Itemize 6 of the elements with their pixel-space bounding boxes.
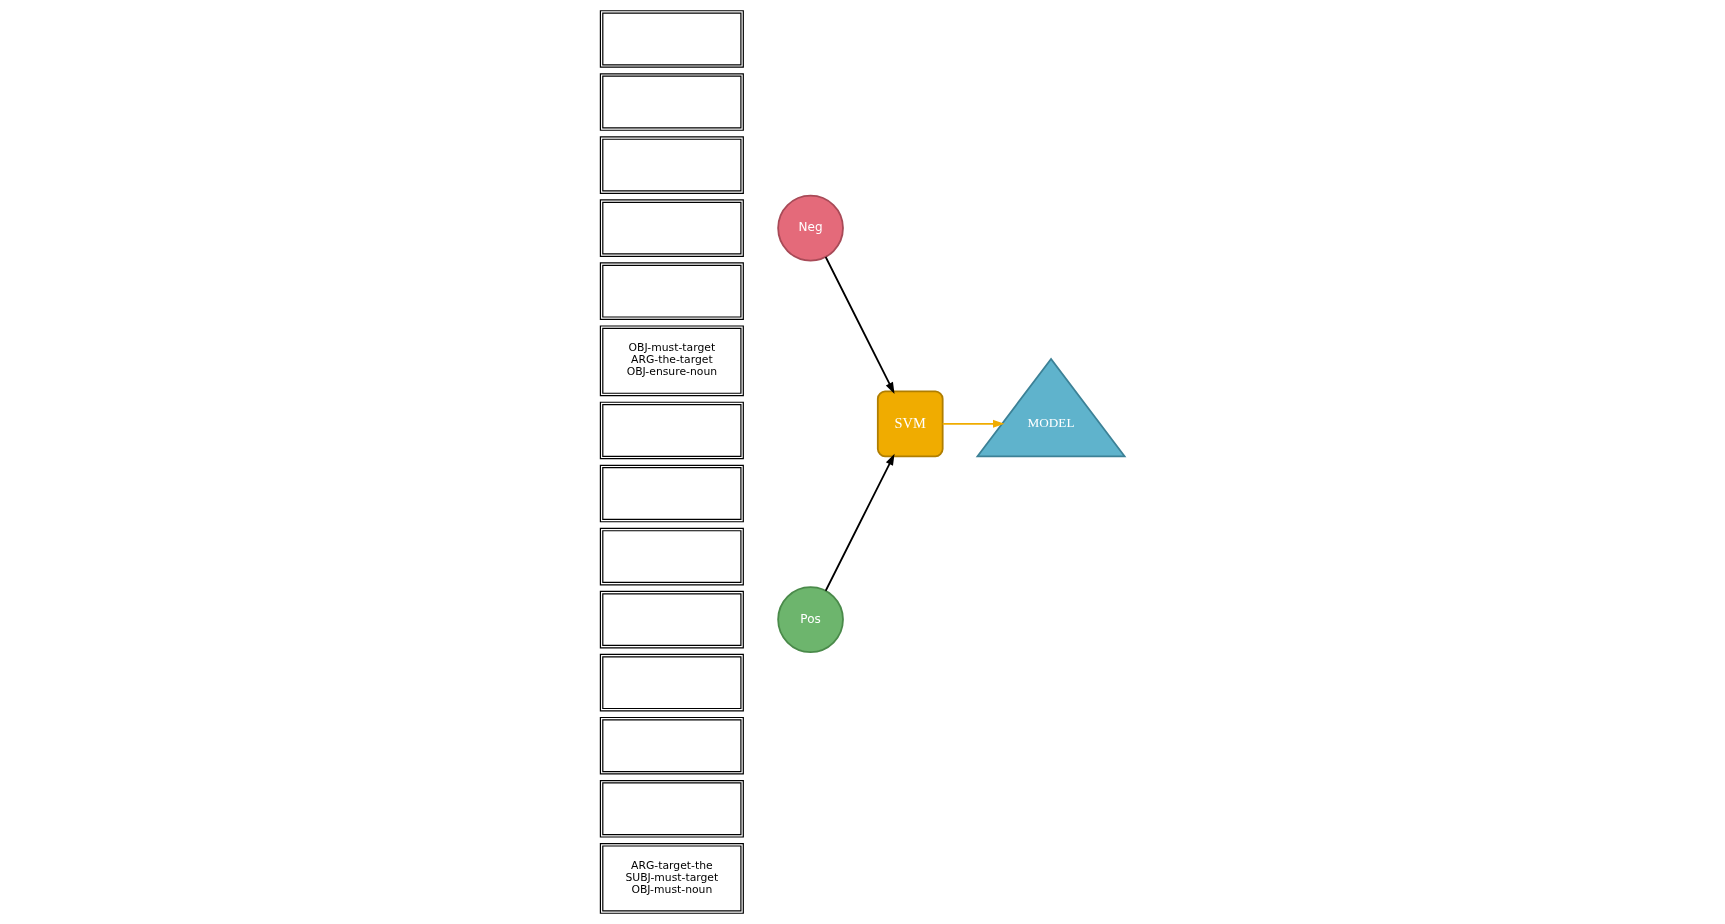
- arrow: [824, 256, 895, 394]
- arrow: [824, 453, 895, 592]
- node-circle: Pos: [777, 586, 844, 653]
- arrow: [941, 419, 1005, 428]
- node-circle: Neg: [777, 194, 844, 262]
- node-box: SVM: [876, 390, 944, 458]
